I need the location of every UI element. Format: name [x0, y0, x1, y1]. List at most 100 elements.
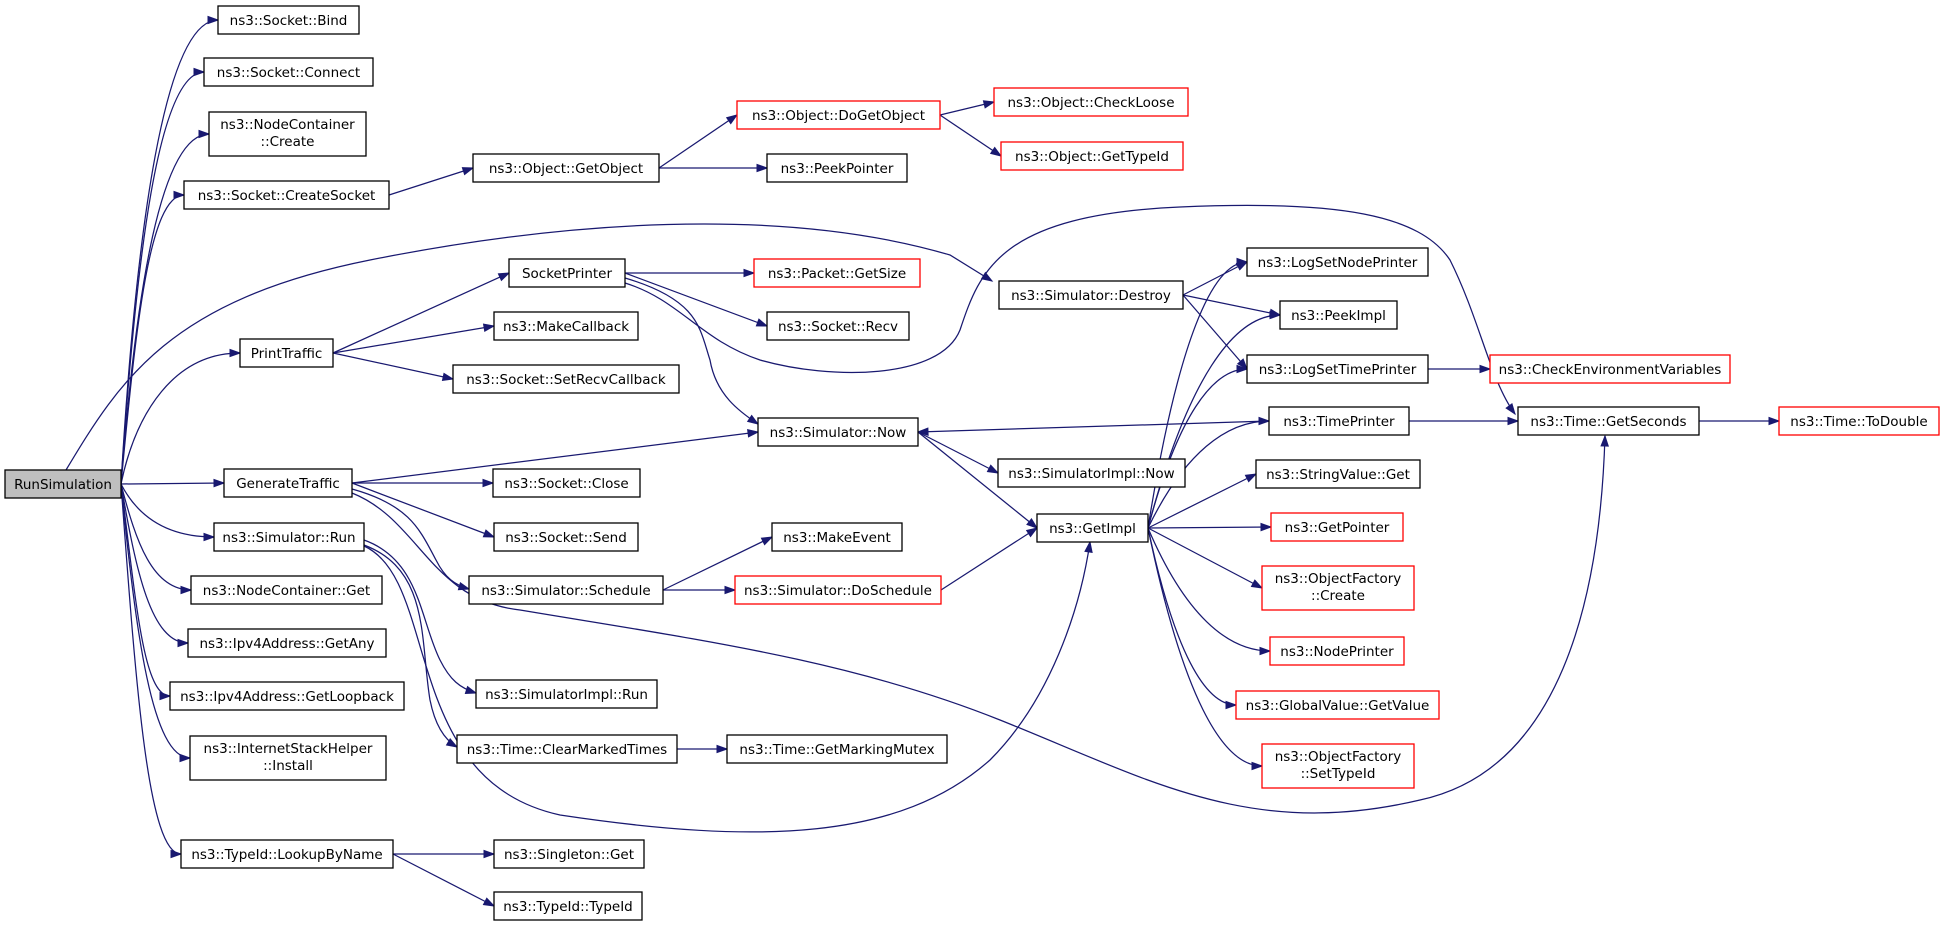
node-label: ::Install [263, 758, 313, 774]
node-simulator-schedule[interactable]: ns3::Simulator::Schedule [468, 575, 664, 605]
node-internetstackhelper-install[interactable]: ns3::InternetStackHelper::Install [189, 735, 387, 781]
edge-simulator-schedule-to-makeevent [662, 536, 774, 591]
node-label: ns3::Socket::Recv [778, 319, 898, 335]
node-stringvalue-get[interactable]: ns3::StringValue::Get [1255, 459, 1421, 489]
node-socket-setrecvcallback[interactable]: ns3::Socket::SetRecvCallback [452, 364, 680, 394]
edge-line [917, 431, 1038, 529]
arrowhead [760, 536, 774, 546]
node-time-getseconds[interactable]: ns3::Time::GetSeconds [1517, 406, 1700, 436]
node-getimpl[interactable]: ns3::GetImpl [1036, 513, 1149, 543]
edge-run-simulation-to-internetstackhelper-install [120, 483, 192, 763]
node-label: ns3::Socket::SetRecvCallback [466, 372, 666, 388]
node-simulatorimpl-run[interactable]: ns3::SimulatorImpl::Run [475, 679, 658, 709]
node-typeid-typeid[interactable]: ns3::TypeId::TypeId [493, 891, 643, 921]
node-peekpointer[interactable]: ns3::PeekPointer [766, 153, 908, 183]
node-simulator-now[interactable]: ns3::Simulator::Now [757, 417, 919, 447]
node-socket-send[interactable]: ns3::Socket::Send [493, 522, 639, 552]
node-label: ns3::Simulator::DoSchedule [744, 583, 932, 599]
node-label: GenerateTraffic [236, 476, 340, 492]
node-label: ns3::TypeId::TypeId [503, 899, 633, 915]
node-time-clearmarkedtimes[interactable]: ns3::Time::ClearMarkedTimes [456, 734, 678, 764]
node-peekimpl[interactable]: ns3::PeekImpl [1279, 300, 1398, 330]
node-box [1235, 690, 1440, 720]
node-object-dogetobject[interactable]: ns3::Object::DoGetObject [736, 100, 941, 130]
node-packet-getsize[interactable]: ns3::Packet::GetSize [753, 258, 921, 288]
arrowhead [445, 737, 459, 748]
node-box [1268, 406, 1410, 436]
node-socket-createsocket[interactable]: ns3::Socket::CreateSocket [183, 180, 390, 210]
edge-run-simulation-to-nodecontainer-create [120, 129, 211, 485]
node-printtraffic[interactable]: PrintTraffic [239, 338, 334, 368]
node-time-getmarkingmutex[interactable]: ns3::Time::GetMarkingMutex [726, 734, 948, 764]
node-object-checkloose[interactable]: ns3::Object::CheckLoose [993, 87, 1189, 117]
node-socket-bind[interactable]: ns3::Socket::Bind [217, 5, 360, 35]
node-object-gettypeid[interactable]: ns3::Object::GetTypeId [1000, 141, 1184, 171]
arrowhead [755, 318, 769, 327]
arrowhead [1236, 358, 1248, 371]
arrowhead [1507, 416, 1520, 426]
node-socket-close[interactable]: ns3::Socket::Close [492, 468, 641, 498]
node-label: ns3::Simulator::Run [222, 530, 355, 546]
edge-line [940, 527, 1038, 591]
node-objectfactory-settypeid[interactable]: ns3::ObjectFactory::SetTypeId [1261, 743, 1415, 789]
edge-getimpl-to-objectfactory-settypeid [1147, 527, 1264, 771]
edge-line [120, 194, 185, 485]
node-run-simulation[interactable]: RunSimulation [4, 469, 122, 499]
node-box [771, 522, 903, 552]
node-box [239, 338, 334, 368]
node-label: ns3::Object::DoGetObject [752, 108, 925, 124]
node-globalvalue-getvalue[interactable]: ns3::GlobalValue::GetValue [1235, 690, 1440, 720]
node-simulator-destroy[interactable]: ns3::Simulator::Destroy [998, 280, 1184, 310]
node-makecallback[interactable]: ns3::MakeCallback [493, 311, 639, 341]
node-label: ns3::CheckEnvironmentVariables [1499, 362, 1722, 378]
node-logsetnodeprinter[interactable]: ns3::LogSetNodePrinter [1246, 247, 1429, 277]
edge-line [1147, 526, 1272, 529]
node-label: ::Create [1311, 588, 1365, 604]
node-simulator-run[interactable]: ns3::Simulator::Run [213, 522, 365, 552]
node-logsettimeprinter[interactable]: ns3::LogSetTimePrinter [1246, 354, 1429, 384]
node-generatetraffic[interactable]: GenerateTraffic [223, 468, 353, 498]
node-nodecontainer-create[interactable]: ns3::NodeContainer::Create [208, 111, 367, 157]
edge-line [1147, 368, 1248, 529]
node-objectfactory-create[interactable]: ns3::ObjectFactory::Create [1261, 565, 1415, 611]
node-singleton-get[interactable]: ns3::Singleton::Get [493, 839, 645, 869]
node-checkenvironmentvariables[interactable]: ns3::CheckEnvironmentVariables [1489, 354, 1731, 384]
node-simulator-doschedule[interactable]: ns3::Simulator::DoSchedule [734, 575, 942, 605]
node-nodeprinter[interactable]: ns3::NodePrinter [1269, 636, 1405, 666]
arrowhead [203, 532, 216, 542]
node-simulatorimpl-now[interactable]: ns3::SimulatorImpl::Now [997, 458, 1186, 488]
node-object-getobject[interactable]: ns3::Object::GetObject [472, 153, 660, 183]
node-makeevent[interactable]: ns3::MakeEvent [771, 522, 903, 552]
node-socketprinter[interactable]: SocketPrinter [508, 258, 626, 288]
edge-run-simulation-to-simulator-run [120, 483, 216, 542]
node-typeid-lookupbyname[interactable]: ns3::TypeId::LookupByName [180, 839, 394, 869]
edge-generatetraffic-to-socket-close [352, 478, 495, 488]
node-box [508, 258, 626, 288]
edge-line [917, 431, 999, 474]
edge-line [392, 853, 495, 907]
edge-simulator-doschedule-to-getimpl [940, 527, 1039, 591]
arrowhead [916, 427, 929, 436]
edge-run-simulation-to-socket-bind [120, 15, 220, 485]
node-socket-recv[interactable]: ns3::Socket::Recv [766, 311, 910, 341]
edge-line [1182, 261, 1248, 296]
node-ipv4address-getany[interactable]: ns3::Ipv4Address::GetAny [187, 628, 387, 658]
node-label: ns3::ObjectFactory [1275, 571, 1402, 587]
node-ipv4address-getloopback[interactable]: ns3::Ipv4Address::GetLoopback [169, 681, 405, 711]
edge-printtraffic-to-makecallback [332, 323, 496, 354]
edge-line [662, 536, 773, 591]
node-nodecontainer-get[interactable]: ns3::NodeContainer::Get [190, 575, 383, 605]
node-label: ns3::PeekImpl [1291, 308, 1386, 324]
edge-simulator-now-to-getimpl [917, 431, 1039, 529]
arrowhead [207, 15, 220, 25]
node-time-todouble[interactable]: ns3::Time::ToDouble [1778, 406, 1940, 436]
edge-object-dogetobject-to-object-checkloose [939, 100, 996, 116]
node-label: ns3::MakeEvent [783, 530, 891, 546]
node-box [190, 575, 383, 605]
edge-run-simulation-to-ipv4address-getany [120, 483, 190, 648]
edge-typeid-lookupbyname-to-singleton-get [393, 849, 496, 859]
node-box [1246, 354, 1429, 384]
node-getpointer[interactable]: ns3::GetPointer [1270, 512, 1404, 542]
node-timeprinter[interactable]: ns3::TimePrinter [1268, 406, 1410, 436]
node-socket-connect[interactable]: ns3::Socket::Connect [203, 57, 374, 87]
